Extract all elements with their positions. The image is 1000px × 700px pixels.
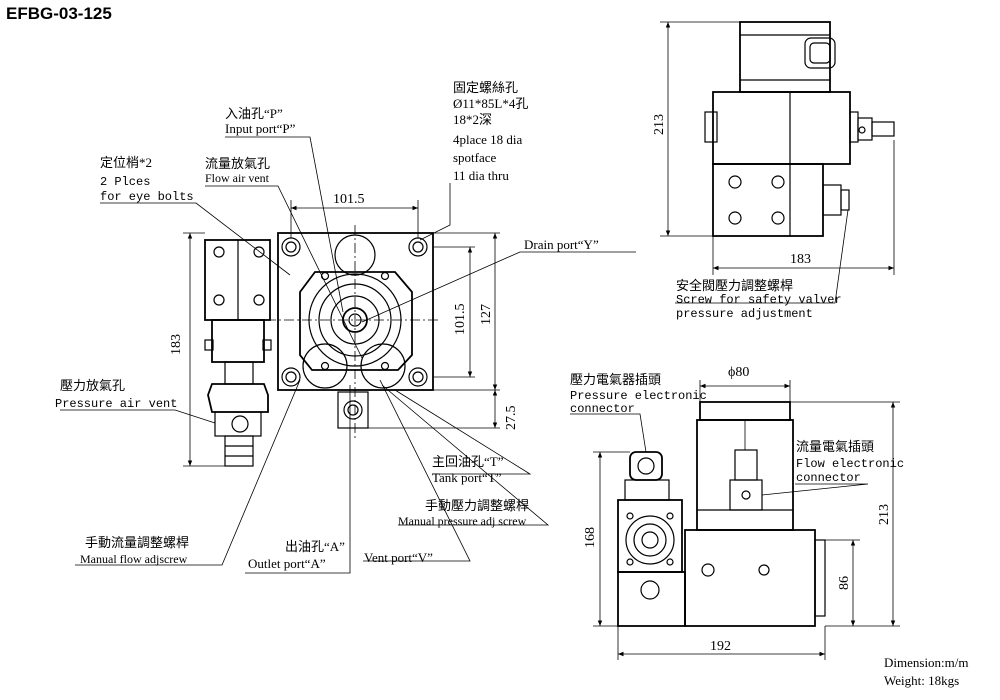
side-view: 213 183 安全閥壓力調整螺桿 Screw for safety valve…	[652, 21, 895, 321]
dowel-label-zh: 定位梢*2	[100, 155, 152, 170]
dowel-label-en-2: for eye bolts	[100, 190, 194, 204]
pressure-connector-label-en-2: connector	[570, 402, 635, 416]
drain-port-label: Drain port“Y”	[524, 237, 599, 252]
dimension-unit: Dimension:m/m	[884, 655, 969, 670]
manual-flow-label-zh: 手動流量調整螺桿	[85, 535, 189, 550]
mount-hole-label-zh: 固定螺絲孔	[453, 80, 518, 95]
bottom-dim-168: 168	[583, 527, 598, 548]
bottom-dim-phi80: ϕ80	[728, 365, 749, 380]
dim-183-front: 183	[169, 334, 184, 355]
safety-screw-label-en-2: pressure adjustment	[676, 307, 813, 321]
mount-hole-spec-5: 11 dia thru	[453, 168, 509, 183]
front-view: 101.5 183 101.5 127 27.5	[55, 80, 636, 574]
flow-connector-label-en-1: Flow electronic	[796, 457, 904, 471]
dowel-label-en-1: 2 Plces	[100, 175, 150, 189]
bottom-view: ϕ80 213 86 168 192 壓力電氣器插頭 Pressure elec…	[570, 365, 904, 660]
bottom-dim-213: 213	[877, 504, 892, 525]
model-title: EFBG-03-125	[6, 4, 112, 23]
valve-body	[299, 271, 413, 371]
pressure-connector-label-zh: 壓力電氣器插頭	[570, 372, 661, 387]
pressure-connector-label-en-1: Pressure electronic	[570, 389, 707, 403]
flow-connector-label-en-2: connector	[796, 471, 861, 485]
vent-port-label: Vent port“V”	[364, 550, 433, 565]
side-solenoid	[739, 21, 831, 93]
flow-vent-label-en: Flow air vent	[205, 171, 270, 185]
mount-hole-spec-2: 18*2深	[453, 112, 492, 127]
bottom-dim-192: 192	[710, 639, 731, 654]
safety-screw-label-zh: 安全閥壓力調整螺桿	[676, 278, 793, 293]
bottom-main-body	[684, 529, 816, 627]
mount-hole-spec-4: spotface	[453, 150, 497, 165]
pressure-vent-label-zh: 壓力放氣孔	[60, 378, 125, 393]
dim-101-5-horizontal: 101.5	[333, 192, 365, 207]
manual-pressure-label-en: Manual pressure adj screw	[398, 514, 527, 528]
bottom-coil-top	[699, 401, 791, 421]
tank-port-label-en: Tank port“T”	[432, 470, 502, 485]
input-port-label-en: Input port“P”	[225, 121, 296, 136]
tank-port-label-zh: 主回油孔“T”	[432, 454, 504, 469]
side-lower-body	[712, 163, 824, 237]
input-port-label-zh: 入油孔“P”	[225, 106, 283, 121]
mount-hole-spec-1: Ø11*85L*4孔	[453, 96, 528, 111]
front-leaders	[60, 136, 636, 574]
mount-hole-spec-3: 4place 18 dia	[453, 132, 523, 147]
weight-label: Weight: 18kgs	[884, 673, 959, 688]
bottom-dim-86: 86	[837, 576, 852, 590]
pressure-vent-label-en: Pressure air vent	[55, 397, 177, 411]
side-upper-body	[712, 91, 851, 165]
manual-pressure-label-zh: 手動壓力調整螺桿	[425, 498, 529, 513]
safety-screw-label-en-1: Screw for safety valver	[676, 293, 842, 307]
flow-vent-label-zh: 流量放氣孔	[205, 156, 270, 171]
main-body-outline	[277, 232, 434, 391]
flow-connector-label-zh: 流量電氣插頭	[796, 439, 874, 454]
side-dim-183: 183	[790, 252, 811, 267]
dim-127: 127	[479, 304, 494, 325]
side-dim-213: 213	[652, 114, 667, 135]
dim-27-5: 27.5	[504, 406, 519, 431]
outlet-port-label-zh: 出油孔“A”	[285, 539, 345, 554]
manual-flow-label-en: Manual flow adjscrew	[80, 552, 188, 566]
outlet-port-label-en: Outlet port“A”	[248, 556, 326, 571]
dim-101-5-vertical: 101.5	[453, 304, 468, 336]
